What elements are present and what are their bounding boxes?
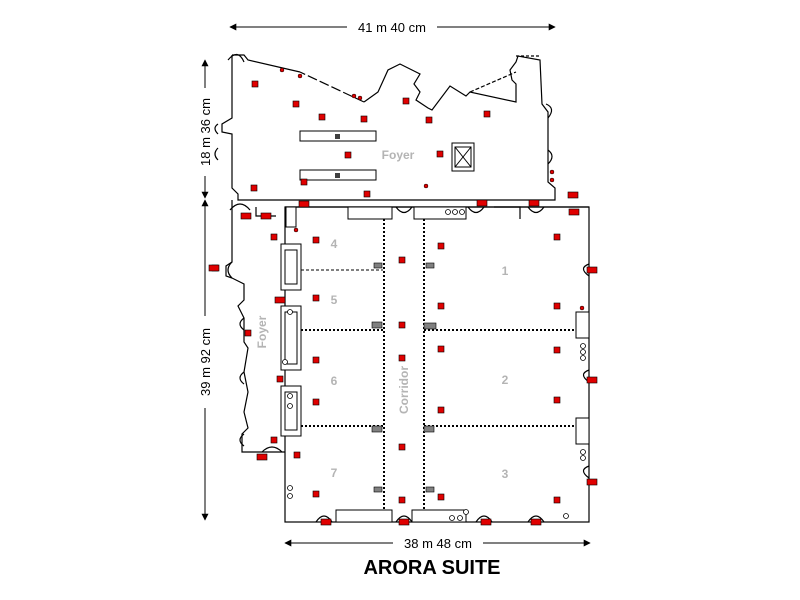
foyer-top-outline [214, 53, 556, 201]
suite-height-label: 39 m 92 cm [198, 328, 213, 396]
marker [260, 212, 272, 220]
room-5-label: 5 [331, 293, 338, 307]
marker-dot [351, 93, 357, 99]
marker [553, 302, 561, 310]
marker [293, 451, 301, 459]
marker-dot [279, 67, 285, 73]
room-1-label: 1 [502, 264, 509, 278]
marker-dot [579, 305, 585, 311]
marker [250, 184, 258, 192]
room-7-label: 7 [331, 466, 338, 480]
room-dividers [301, 219, 576, 510]
dimension-foyer-height: 18 m 36 cm [197, 59, 213, 199]
marker [276, 375, 284, 383]
marker [476, 199, 488, 207]
marker [398, 354, 406, 362]
marker-dot [293, 227, 299, 233]
marker [398, 496, 406, 504]
marker [483, 110, 491, 118]
suite-outline [225, 200, 590, 523]
marker [553, 346, 561, 354]
marker [398, 321, 406, 329]
marker [530, 518, 542, 526]
marker [586, 478, 598, 486]
marker [251, 80, 259, 88]
marker [240, 212, 252, 220]
marker [312, 294, 320, 302]
marker [318, 113, 326, 121]
marker [568, 208, 580, 216]
marker [312, 356, 320, 364]
dimension-bottom: 38 m 48 cm [284, 535, 591, 551]
marker [437, 302, 445, 310]
marker [402, 97, 410, 105]
marker [553, 396, 561, 404]
marker [298, 200, 310, 208]
marker [437, 242, 445, 250]
marker [586, 376, 598, 384]
room-6-label: 6 [331, 374, 338, 388]
dimension-top: 41 m 40 cm [229, 18, 556, 35]
bottom-width-label: 38 m 48 cm [404, 536, 472, 551]
corridor-fixtures [371, 262, 437, 493]
marker [553, 233, 561, 241]
marker [320, 518, 332, 526]
corridor-label: Corridor [397, 366, 411, 414]
marker [274, 296, 286, 304]
marker-dot [297, 73, 303, 79]
marker-dot [549, 169, 555, 175]
marker [398, 518, 410, 526]
top-width-label: 41 m 40 cm [358, 20, 426, 35]
marker [312, 236, 320, 244]
marker [436, 150, 444, 158]
marker [300, 178, 308, 186]
marker [398, 443, 406, 451]
marker [312, 398, 320, 406]
foyer-left-label: Foyer [255, 315, 269, 348]
marker [480, 518, 492, 526]
dimension-suite-height: 39 m 92 cm [197, 199, 213, 521]
marker [312, 490, 320, 498]
foyer-fixtures [299, 130, 475, 181]
marker [437, 493, 445, 501]
room-3-label: 3 [502, 467, 509, 481]
marker [437, 345, 445, 353]
foyer-height-label: 18 m 36 cm [198, 98, 213, 166]
marker [292, 100, 300, 108]
marker [244, 329, 252, 337]
outlet-circles [282, 209, 586, 521]
marker [344, 151, 352, 159]
marker-dot [549, 177, 555, 183]
marker [360, 115, 368, 123]
left-cabinets [280, 243, 302, 437]
markers-group [208, 67, 598, 526]
room-2-label: 2 [502, 373, 509, 387]
marker [270, 233, 278, 241]
marker [363, 190, 371, 198]
marker [586, 266, 598, 274]
marker [425, 116, 433, 124]
marker [528, 199, 540, 207]
marker-dot [423, 183, 429, 189]
room-4-label: 4 [331, 237, 338, 251]
marker [553, 496, 561, 504]
plan-title: ARORA SUITE [363, 557, 500, 579]
marker [270, 436, 278, 444]
marker-dot [357, 95, 363, 101]
marker [256, 453, 268, 461]
marker [567, 191, 579, 199]
marker [437, 406, 445, 414]
marker [208, 264, 220, 272]
marker [398, 256, 406, 264]
foyer-top-label: Foyer [382, 148, 415, 162]
